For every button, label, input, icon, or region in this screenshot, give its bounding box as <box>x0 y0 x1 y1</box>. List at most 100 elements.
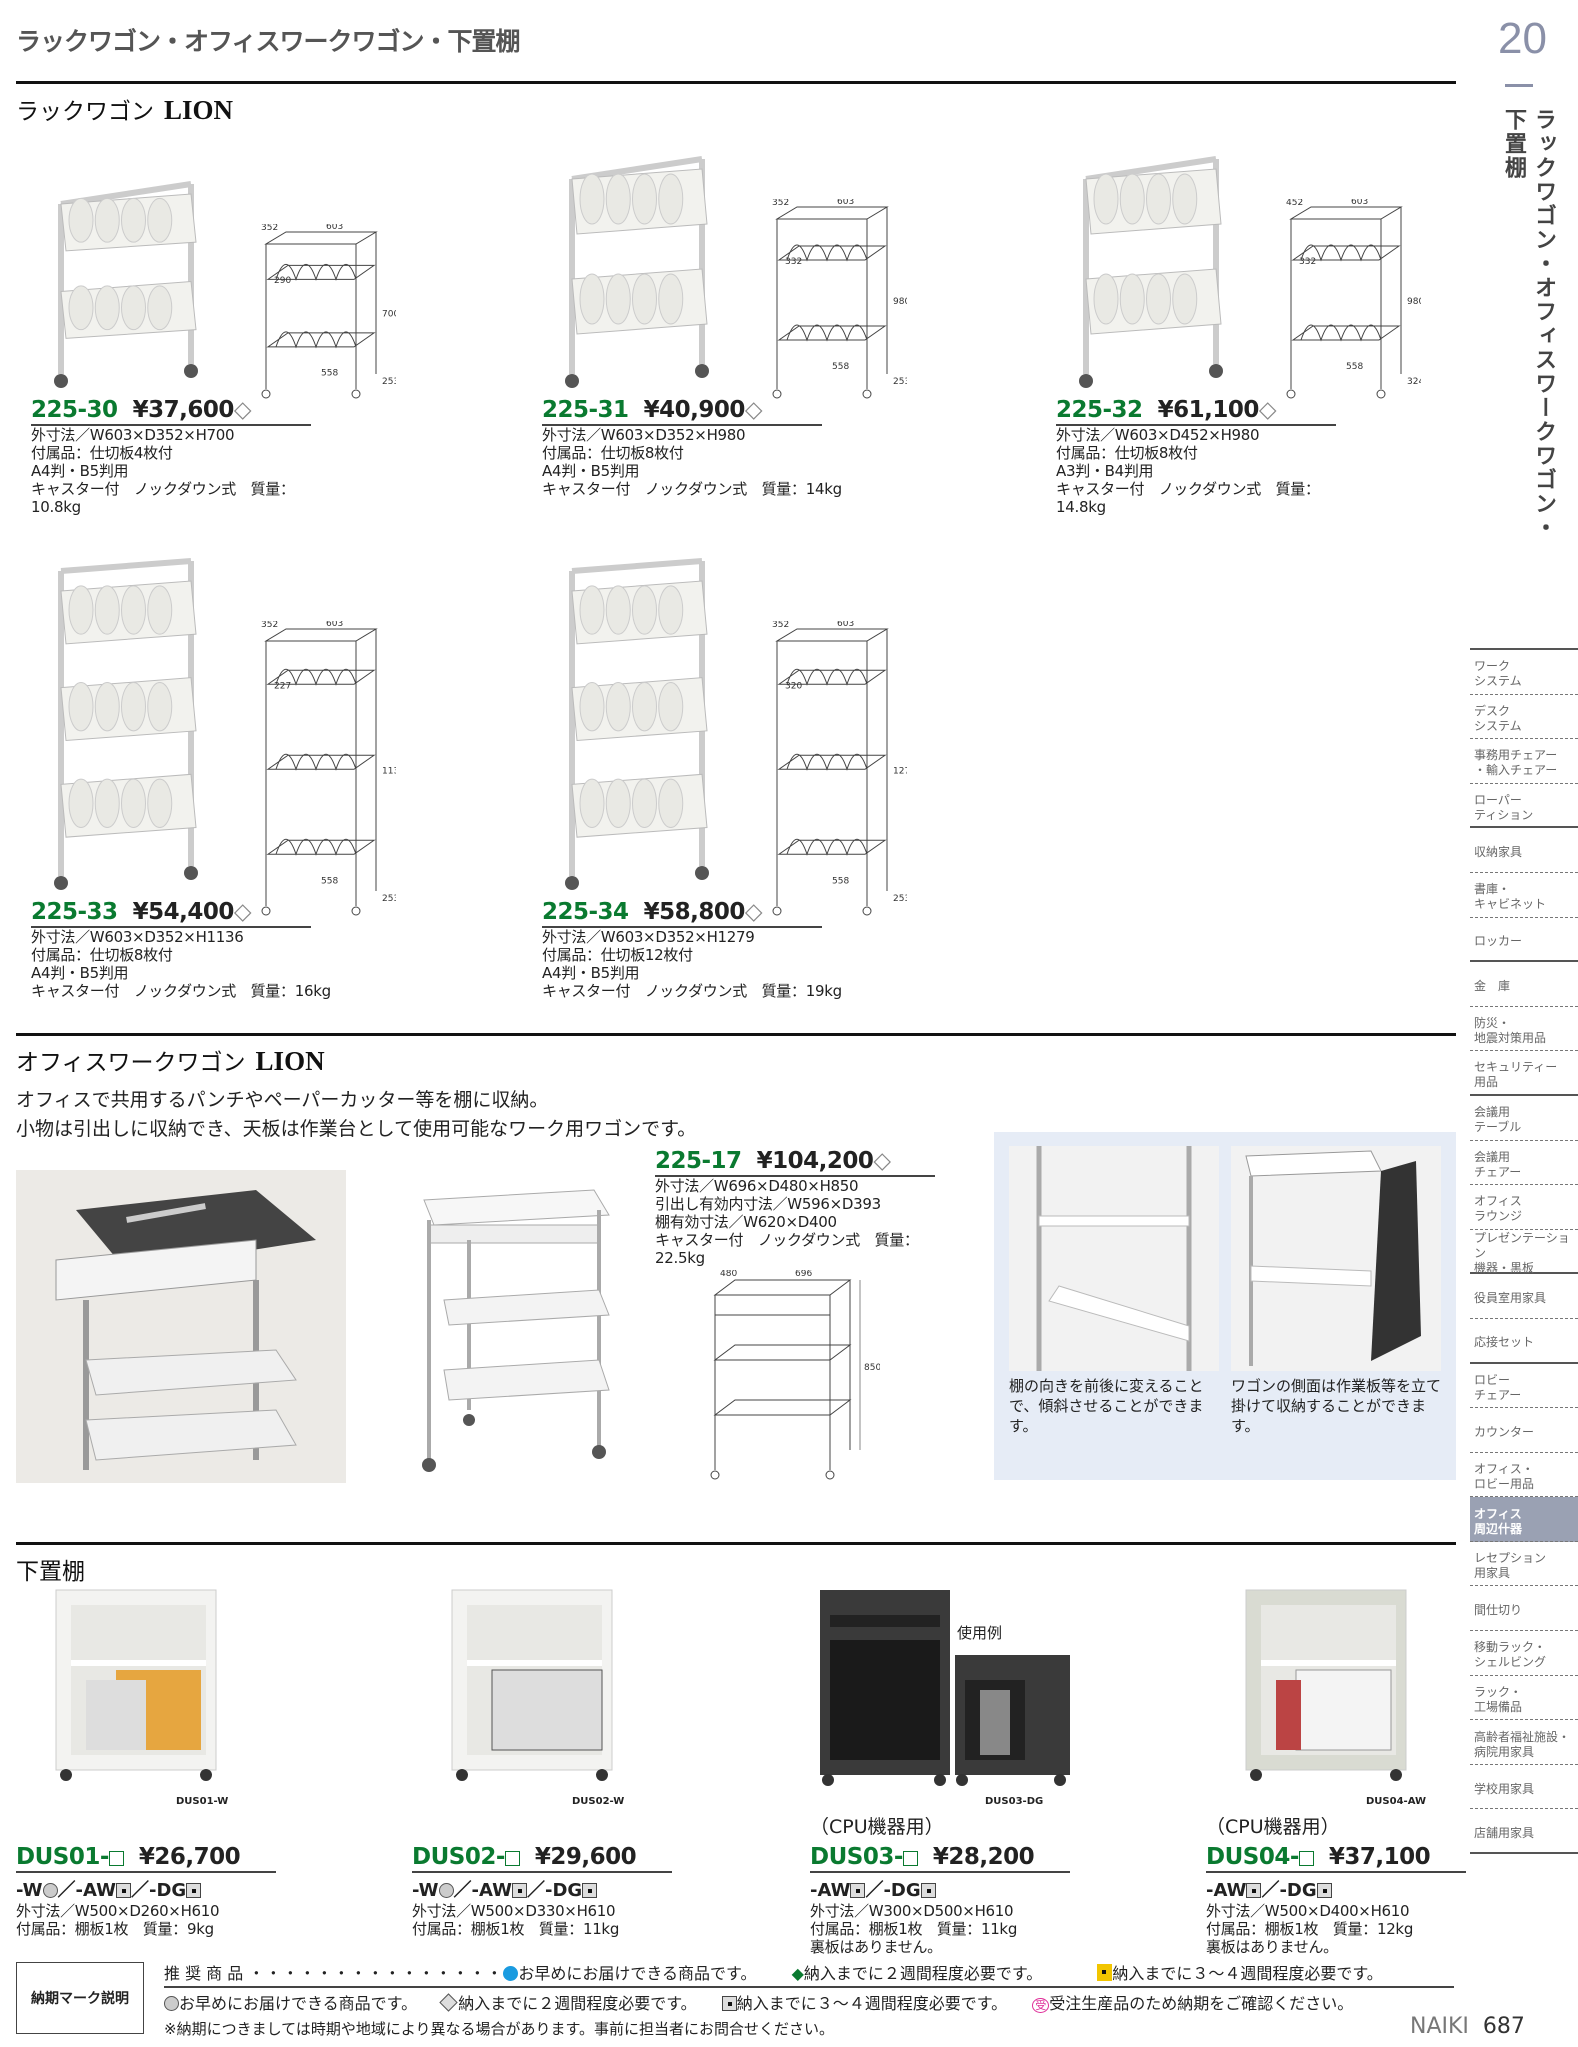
sidebar-item[interactable]: 店舗用家具 <box>1470 1809 1578 1855</box>
sidebar-item[interactable]: プレゼンテーション機器・黒板 <box>1470 1230 1578 1275</box>
svg-text:603: 603 <box>837 621 854 629</box>
sidebar-item[interactable]: 防災・地震対策用品 <box>1470 1007 1578 1052</box>
rack-wagon-photo <box>552 551 727 905</box>
section-rule <box>16 1033 1456 1036</box>
section-number: 20 <box>1498 14 1547 63</box>
svg-text:980: 980 <box>1407 297 1421 307</box>
sidebar-item[interactable]: 事務用チェアー・輸入チェアー <box>1470 739 1578 784</box>
svg-text:980: 980 <box>893 297 907 307</box>
product-DUS01-: DUS01- ¥26,700 -W／-AW／-DG 外寸法／W500×D260×… <box>16 1844 316 1938</box>
feature-caption-tilt: 棚の向きを前後に変えることで、傾斜させることができます。 <box>1009 1377 1204 1435</box>
usage-example-label: 使用例 <box>957 1624 1003 1642</box>
sidebar-item[interactable]: 書庫・キャビネット <box>1470 873 1578 918</box>
svg-text:558: 558 <box>832 362 849 372</box>
svg-text:480: 480 <box>720 1270 737 1279</box>
svg-text:332: 332 <box>1299 257 1316 267</box>
svg-text:253: 253 <box>382 377 396 387</box>
vertical-section-title: ラックワゴン・オフィスワークワゴン・ <box>1531 108 1556 540</box>
sidebar-item[interactable]: 役員室用家具 <box>1470 1274 1578 1319</box>
grey-circle-icon <box>164 1996 179 2011</box>
made-to-order-icon: 受 <box>1032 1998 1050 2013</box>
rack-wagon-line-drawing: 3526033205581279253 <box>767 619 916 930</box>
page-header-title: ラックワゴン・オフィスワークワゴン・下置棚 <box>16 27 521 56</box>
tilt-shelf-photo <box>1009 1146 1219 1371</box>
sidebar-item[interactable]: 金 庫 <box>1470 962 1578 1007</box>
divider <box>1505 84 1533 87</box>
sidebar-item[interactable]: デスクシステム <box>1470 695 1578 740</box>
legend: 推 奨 商 品 ・・・・・・・・・・・・・・・お早めにお届けできる商品です。 ◆… <box>164 1960 1454 2039</box>
product-DUS04-: DUS04- ¥37,100 -AW／-DG 外寸法／W500×D400×H61… <box>1206 1844 1506 1956</box>
grey-square-icon <box>186 1883 202 1898</box>
svg-text:227: 227 <box>274 682 291 692</box>
sidebar-item[interactable]: オフィス周辺什器 <box>1470 1497 1578 1542</box>
sidebar-item[interactable]: ロビーチェアー <box>1470 1364 1578 1409</box>
sidebar-item[interactable]: 収納家具 <box>1470 828 1578 873</box>
sidebar-item[interactable]: オフィス・ロビー用品 <box>1470 1453 1578 1498</box>
svg-text:696: 696 <box>795 1270 812 1279</box>
rack-wagon-line-drawing: 452603332558980324 <box>1281 197 1424 413</box>
sidebar-item[interactable]: 高齢者福祉施設・病院用家具 <box>1470 1720 1578 1765</box>
svg-text:352: 352 <box>772 199 789 208</box>
sidebar-item[interactable]: 間仕切り <box>1470 1586 1578 1632</box>
svg-text:452: 452 <box>1286 199 1303 208</box>
grey-circle-icon <box>438 1883 454 1898</box>
svg-text:558: 558 <box>832 877 849 887</box>
cpu-note: （CPU機器用） <box>810 1816 944 1838</box>
svg-text:603: 603 <box>326 224 343 232</box>
svg-text:1136: 1136 <box>382 767 396 777</box>
blue-circle-icon <box>503 1966 519 1981</box>
svg-text:352: 352 <box>261 621 278 630</box>
svg-text:700: 700 <box>382 310 396 320</box>
feature-caption-side: ワゴンの側面は作業板等を立て掛けて収納することができます。 <box>1231 1377 1442 1435</box>
sidebar-item[interactable]: ラック・工場備品 <box>1470 1676 1578 1721</box>
svg-text:253: 253 <box>382 894 396 904</box>
cpu-note: （CPU機器用） <box>1206 1816 1340 1838</box>
grey-square-icon <box>511 1883 527 1898</box>
section-rule <box>16 1542 1456 1545</box>
dus02-w-photo <box>422 1585 622 1799</box>
sidebar-item[interactable]: セキュリティー用品 <box>1470 1051 1578 1096</box>
rack-wagon-photo <box>1066 139 1241 403</box>
sidebar-item[interactable]: ワークシステム <box>1470 650 1578 695</box>
svg-text:603: 603 <box>837 199 854 207</box>
work-wagon-photo <box>16 1170 346 1483</box>
sidebar-item[interactable]: 応接セット <box>1470 1319 1578 1364</box>
sidebar-item[interactable]: カウンター <box>1470 1408 1578 1453</box>
svg-text:290: 290 <box>274 276 291 286</box>
sidebar-item[interactable]: ローパーティション <box>1470 784 1578 829</box>
svg-text:558: 558 <box>321 877 338 887</box>
category-sidebar: ワークシステムデスクシステム事務用チェアー・輸入チェアーローパーティション収納家… <box>1470 648 1578 1855</box>
sidebar-item[interactable]: 移動ラック・シェルビング <box>1470 1631 1578 1676</box>
svg-text:558: 558 <box>321 368 338 378</box>
work-wagon-photo-plain <box>404 1180 619 1484</box>
section-rule <box>16 81 1456 84</box>
grey-square-icon <box>115 1883 131 1898</box>
yellow-square-icon <box>1097 1964 1113 1981</box>
sidebar-item[interactable]: ロッカー <box>1470 918 1578 963</box>
rack-wagon-photo <box>41 164 216 403</box>
svg-text:603: 603 <box>1351 199 1368 207</box>
rack-wagon-line-drawing: 352603290558700253 <box>256 222 399 413</box>
model-caption: DUS03-DG <box>985 1796 1044 1807</box>
vertical-section-subtitle: 下置棚 <box>1501 108 1526 180</box>
sidebar-item[interactable]: 学校用家具 <box>1470 1765 1578 1810</box>
svg-text:332: 332 <box>785 257 802 267</box>
svg-text:253: 253 <box>893 894 907 904</box>
sidebar-item[interactable]: 会議用テーブル <box>1470 1096 1578 1141</box>
svg-text:320: 320 <box>785 682 802 692</box>
product-DUS03-: DUS03- ¥28,200 -AW／-DG 外寸法／W300×D500×H61… <box>810 1844 1110 1956</box>
grey-circle-icon <box>42 1883 58 1898</box>
rack-wagon-photo <box>41 551 216 905</box>
sidebar-item[interactable]: 会議用チェアー <box>1470 1141 1578 1186</box>
rack-wagon-line-drawing: 352603332558980253 <box>767 197 910 413</box>
sidebar-item[interactable]: オフィスラウンジ <box>1470 1185 1578 1230</box>
model-caption: DUS04-AW <box>1366 1796 1427 1807</box>
sidebar-item[interactable]: レセプション用家具 <box>1470 1542 1578 1587</box>
